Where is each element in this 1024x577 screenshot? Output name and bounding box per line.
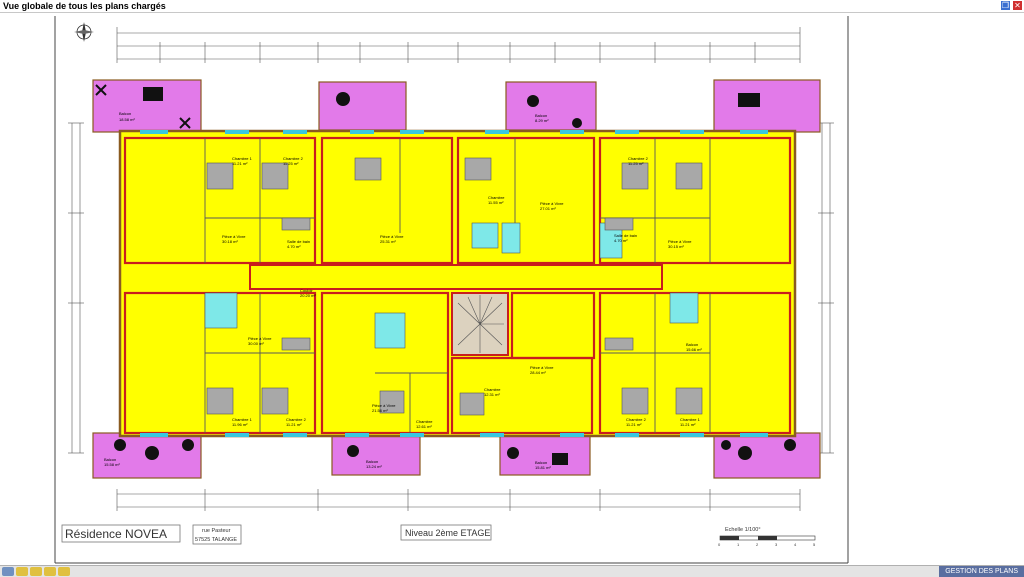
room-label: Chambre 2 [286, 417, 307, 422]
tool-icon[interactable] [58, 567, 70, 576]
room-area: 15.66 m² [686, 347, 702, 352]
room-label: Pièce à Vivre [530, 365, 554, 370]
room-label: Chambre 2 [628, 156, 649, 161]
tool-icon[interactable] [44, 567, 56, 576]
room-label: Salle de bain [287, 239, 310, 244]
title-bar: Vue globale de tous les plans chargés ❐ … [0, 0, 1024, 13]
room-label: Pièce à Vivre [372, 403, 396, 408]
level-label: Niveau 2ème ETAGE [405, 528, 490, 538]
room-label: Pièce à Vivre [248, 336, 272, 341]
tool-icon[interactable] [30, 567, 42, 576]
room-area: 15.58 m² [104, 462, 120, 467]
scale-tick: 2 [756, 542, 759, 547]
room-area: 12.31 m² [484, 392, 500, 397]
room-label: Salle de bain [614, 233, 637, 238]
status-label[interactable]: GESTION DES PLANS [939, 566, 1024, 577]
restore-icon[interactable]: ❐ [1001, 1, 1010, 10]
room-label: Balcon [366, 459, 378, 464]
room-area: 11.25 m² [283, 161, 299, 166]
scale-tick: 1 [737, 542, 740, 547]
scale-tick: 0 [718, 542, 721, 547]
floor-plan-drawing: Balcon 18.58 m² Chambre 1 11.21 m² Chamb… [54, 16, 849, 564]
room-area: 11.21 m² [626, 422, 642, 427]
room-area: 30.15 m² [668, 244, 684, 249]
room-label: Chambre 1 [680, 417, 701, 422]
room-label: Chambre 1 [232, 156, 253, 161]
room-area: 13.24 m² [366, 464, 382, 469]
room-area: 12.61 m² [416, 424, 432, 429]
room-label: Balcon [686, 342, 698, 347]
room-label: Pièce à Vivre [380, 234, 404, 239]
room-label: Pièce à Vivre [540, 201, 564, 206]
room-label: Pièce à Vivre [668, 239, 692, 244]
room-area: 25.31 m² [380, 239, 396, 244]
room-area: 11.55 m² [488, 200, 504, 205]
balcony-furniture [95, 84, 796, 465]
scale-tick: 4 [794, 542, 797, 547]
scale-tick: 5 [813, 542, 816, 547]
room-label: Chambre [416, 419, 433, 424]
room-label: Pièce à Vivre [222, 234, 246, 239]
address-line-1: rue Pasteur [202, 528, 231, 534]
room-label: Balcon [535, 113, 547, 118]
room-label: Chambre 2 [283, 156, 304, 161]
tool-icon[interactable] [16, 567, 28, 576]
room-area: 4.70 m² [287, 244, 301, 249]
window-title: Vue globale de tous les plans chargés [3, 1, 166, 11]
balconies [92, 79, 821, 479]
wet-rooms [204, 222, 699, 349]
room-label: Balcon [104, 457, 116, 462]
plan-canvas[interactable]: Balcon 18.58 m² Chambre 1 11.21 m² Chamb… [0, 13, 1024, 565]
room-area: 30.00 m² [248, 341, 264, 346]
close-icon[interactable]: ✕ [1013, 1, 1022, 10]
room-area: 15.81 m² [535, 465, 551, 470]
room-labels: Balcon 18.58 m² Chambre 1 11.21 m² Chamb… [104, 111, 702, 470]
address-line-2: 57525 TALANGE [195, 537, 237, 543]
status-bar: GESTION DES PLANS [0, 565, 1024, 577]
apartment-walls [123, 136, 792, 435]
room-label: Balcon [535, 460, 547, 465]
room-area: 20.20 m² [300, 293, 316, 298]
scale-label: Echelle 1/100° [725, 527, 761, 533]
room-area: 11.96 m² [232, 422, 248, 427]
room-area: 28.44 m² [530, 370, 546, 375]
scale-tick: 3 [775, 542, 778, 547]
furniture-blocks [206, 157, 703, 416]
room-area: 11.25 m² [628, 161, 644, 166]
open-folder-icon[interactable] [2, 567, 14, 576]
room-label: Balcon [119, 111, 131, 116]
room-area: 18.58 m² [119, 117, 135, 122]
dimension-lines-sides [68, 122, 834, 454]
room-label: Chambre [488, 195, 505, 200]
title-block: Résidence NOVEA rue Pasteur 57525 TALANG… [61, 524, 816, 547]
room-area: 21.56 m² [372, 408, 388, 413]
room-area: 8.29 m² [535, 118, 549, 123]
dimension-lines-bottom [116, 489, 801, 511]
room-label: Chambre 1 [232, 417, 253, 422]
dimension-lines-top [116, 27, 801, 63]
room-area: 11.21 m² [232, 161, 248, 166]
compass-icon [74, 22, 94, 42]
room-label: Chambre 2 [626, 417, 647, 422]
facade-windows [140, 130, 768, 437]
room-label: Chambre [484, 387, 501, 392]
project-name: Résidence NOVEA [65, 527, 167, 541]
room-label: Couloir [300, 288, 313, 293]
room-area: 30.18 m² [222, 239, 238, 244]
room-area: 11.21 m² [680, 422, 696, 427]
room-area: 4.70 m² [614, 238, 628, 243]
room-area: 27.01 m² [540, 206, 556, 211]
interior-partitions [204, 138, 711, 433]
room-area: 11.21 m² [286, 422, 302, 427]
toolbar [2, 567, 70, 576]
